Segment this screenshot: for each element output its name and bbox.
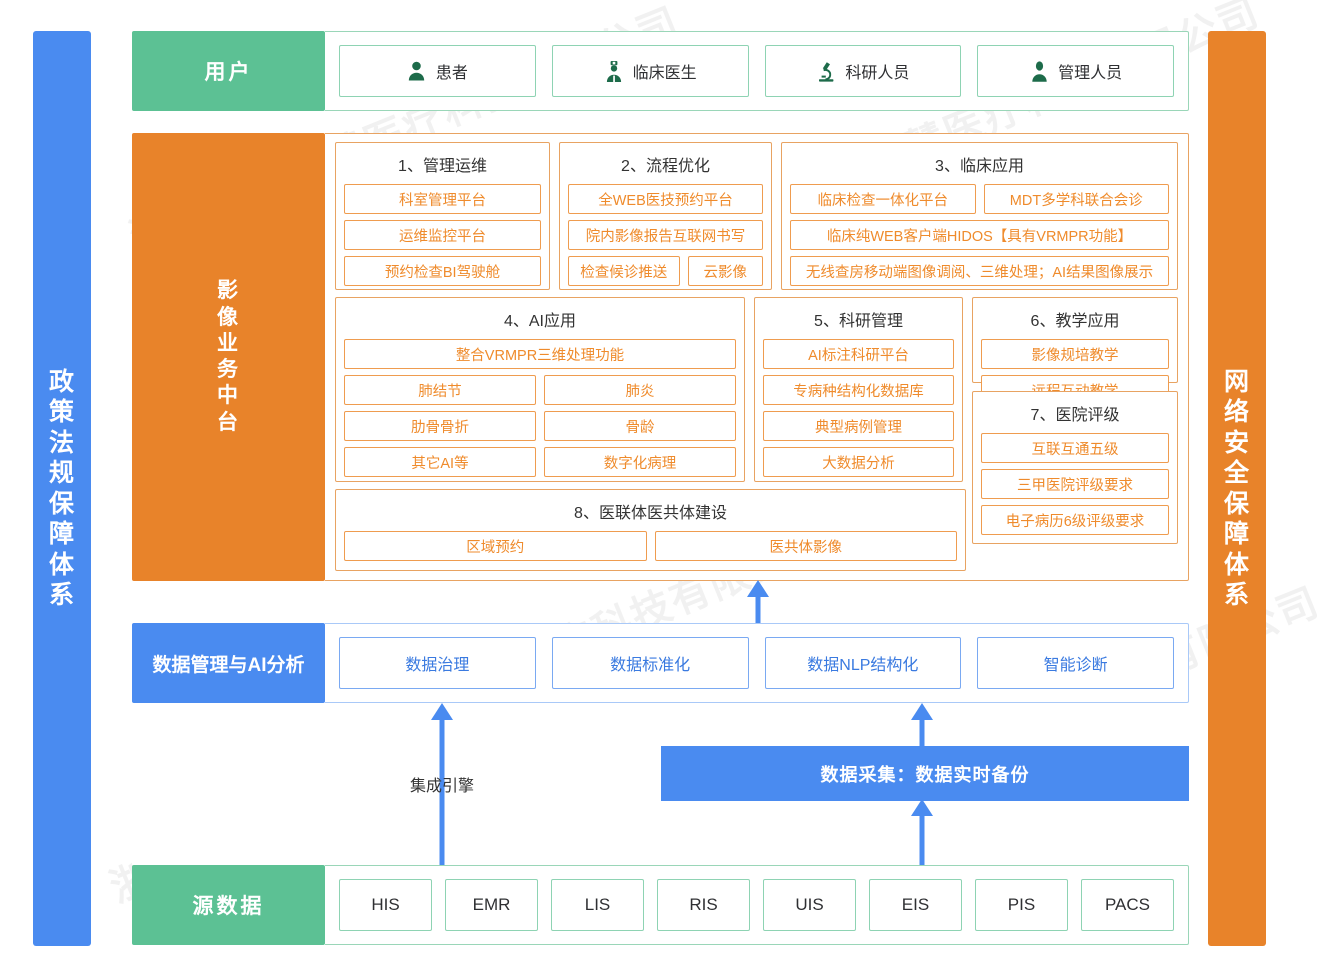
- group-title: 1、管理运维: [398, 158, 487, 175]
- group-card-7: 7、医院评级 互联互通五级 三甲医院评级要求 电子病历6级评级要求: [972, 391, 1178, 544]
- feature-box[interactable]: 临床检查一体化平台: [790, 184, 976, 214]
- group-card-2: 2、流程优化 全WEB医技预约平台 院内影像报告互联网书写 检查候诊推送 云影像: [559, 142, 772, 290]
- user-chip-administrator[interactable]: 管理人员: [977, 45, 1174, 97]
- source-data-row-label: 源数据: [132, 865, 325, 945]
- source-chip-uis[interactable]: UIS: [763, 879, 856, 931]
- source-chip-ris[interactable]: RIS: [657, 879, 750, 931]
- policy-regulation-pillar: 政策法规保障体系: [33, 31, 91, 946]
- data-chip-standardize[interactable]: 数据标准化: [551, 637, 749, 689]
- data-management-row-panel: 数据治理 数据标准化 数据NLP结构化 智能诊断: [325, 623, 1189, 703]
- users-row-label: 用户: [132, 31, 325, 111]
- feature-box[interactable]: 影像规培教学: [981, 339, 1169, 369]
- feature-box[interactable]: 数字化病理: [544, 447, 736, 477]
- imaging-platform-label-text: 影像业务中台: [217, 279, 240, 434]
- group-card-1: 1、管理运维 科室管理平台 运维监控平台 预约检查BI驾驶舱: [335, 142, 550, 290]
- feature-box[interactable]: 专病种结构化数据库: [763, 375, 954, 405]
- manager-icon: [1029, 60, 1049, 82]
- network-security-pillar-label: 网络安全保障体系: [1224, 367, 1251, 610]
- group-card-8: 8、医联体医共体建设 区域预约 医共体影像: [335, 489, 966, 571]
- arrow-up-platform: [747, 580, 769, 626]
- group-title: 8、医联体医共体建设: [574, 505, 727, 522]
- feature-box[interactable]: 大数据分析: [763, 447, 954, 477]
- feature-box[interactable]: MDT多学科联合会诊: [983, 184, 1169, 214]
- feature-box[interactable]: 运维监控平台: [344, 220, 541, 250]
- patient-icon: [407, 60, 427, 82]
- source-chip-emr[interactable]: EMR: [445, 879, 538, 931]
- feature-box[interactable]: 肺结节: [344, 375, 536, 405]
- network-security-pillar: 网络安全保障体系: [1208, 31, 1266, 946]
- feature-box[interactable]: 检查候诊推送: [568, 256, 680, 286]
- group-card-5: 5、科研管理 AI标注科研平台 专病种结构化数据库 典型病例管理 大数据分析: [754, 297, 963, 482]
- feature-box[interactable]: 区域预约: [344, 531, 647, 561]
- user-chip-label: 管理人员: [1058, 65, 1123, 82]
- microscope-icon: [816, 60, 836, 82]
- feature-box[interactable]: 电子病历6级评级要求: [981, 505, 1169, 535]
- feature-box[interactable]: 肺炎: [544, 375, 736, 405]
- source-chip-eis[interactable]: EIS: [869, 879, 962, 931]
- arrow-collect-to-datamgmt: [911, 703, 933, 749]
- feature-box[interactable]: 无线查房移动端图像调阅、三维处理；AI结果图像展示: [790, 256, 1169, 286]
- data-collection-bar: 数据采集：数据实时备份: [661, 746, 1189, 801]
- group-card-6: 6、教学应用 影像规培教学 远程互动教学: [972, 297, 1178, 405]
- user-chip-researcher[interactable]: 科研人员: [764, 45, 962, 97]
- user-chip-clinician[interactable]: 临床医生: [551, 45, 749, 97]
- policy-regulation-pillar-label: 政策法规保障体系: [49, 367, 76, 610]
- integration-engine-label: 集成引擎: [409, 778, 474, 795]
- users-row-panel: 患者 临床医生 科研人员 管理人员: [325, 31, 1189, 111]
- data-chip-smart-diag[interactable]: 智能诊断: [977, 637, 1174, 689]
- user-chip-patient[interactable]: 患者: [339, 45, 536, 97]
- source-chip-pacs[interactable]: PACS: [1081, 879, 1174, 931]
- feature-box[interactable]: 临床纯WEB客户端HIDOS【具有VRMPR功能】: [790, 220, 1169, 250]
- group-title: 4、AI应用: [503, 313, 577, 330]
- doctor-icon: [604, 60, 624, 82]
- feature-box[interactable]: 整合VRMPR三维处理功能: [344, 339, 736, 369]
- feature-box[interactable]: 科室管理平台: [344, 184, 541, 214]
- group-card-4: 4、AI应用 整合VRMPR三维处理功能 肺结节 肺炎 肋骨骨折 骨龄 其它AI…: [335, 297, 745, 482]
- user-chip-label: 科研人员: [845, 65, 910, 82]
- group-card-3: 3、临床应用 临床检查一体化平台 MDT多学科联合会诊 临床纯WEB客户端HID…: [781, 142, 1178, 290]
- feature-box[interactable]: 互联互通五级: [981, 433, 1169, 463]
- source-chip-pis[interactable]: PIS: [975, 879, 1068, 931]
- feature-box[interactable]: 院内影像报告互联网书写: [568, 220, 763, 250]
- feature-box[interactable]: 骨龄: [544, 411, 736, 441]
- feature-box[interactable]: 医共体影像: [654, 531, 957, 561]
- feature-box[interactable]: 其它AI等: [344, 447, 536, 477]
- feature-box[interactable]: 肋骨骨折: [344, 411, 536, 441]
- imaging-platform-panel: 1、管理运维 科室管理平台 运维监控平台 预约检查BI驾驶舱 2、流程优化 全W…: [325, 133, 1189, 581]
- feature-box[interactable]: 典型病例管理: [763, 411, 954, 441]
- group-column-6-7: 6、教学应用 影像规培教学 远程互动教学 7、医院评级 互联互通五级 三甲医院评…: [972, 297, 1178, 544]
- source-data-row-panel: HIS EMR LIS RIS UIS EIS PIS PACS: [325, 865, 1189, 945]
- source-chip-lis[interactable]: LIS: [551, 879, 644, 931]
- feature-box[interactable]: 三甲医院评级要求: [981, 469, 1169, 499]
- source-chip-his[interactable]: HIS: [339, 879, 432, 931]
- user-chip-label: 临床医生: [632, 65, 697, 82]
- imaging-platform-label: 影像业务中台: [132, 133, 325, 581]
- group-title: 6、教学应用: [1030, 313, 1120, 330]
- data-management-row-label: 数据管理与AI分析: [132, 623, 325, 703]
- group-title: 3、临床应用: [935, 158, 1024, 175]
- feature-box[interactable]: 全WEB医技预约平台: [568, 184, 763, 214]
- group-title: 5、科研管理: [814, 313, 903, 330]
- feature-box[interactable]: AI标注科研平台: [763, 339, 954, 369]
- user-chip-label: 患者: [435, 65, 468, 82]
- data-chip-nlp-structure[interactable]: 数据NLP结构化: [764, 637, 962, 689]
- group-title: 2、流程优化: [621, 158, 710, 175]
- data-chip-governance[interactable]: 数据治理: [339, 637, 536, 689]
- group-title: 7、医院评级: [1030, 407, 1120, 424]
- feature-box[interactable]: 云影像: [687, 256, 763, 286]
- arrow-source-to-collect: [911, 799, 933, 867]
- arrow-integration-engine: [431, 703, 453, 866]
- feature-box[interactable]: 预约检查BI驾驶舱: [344, 256, 541, 286]
